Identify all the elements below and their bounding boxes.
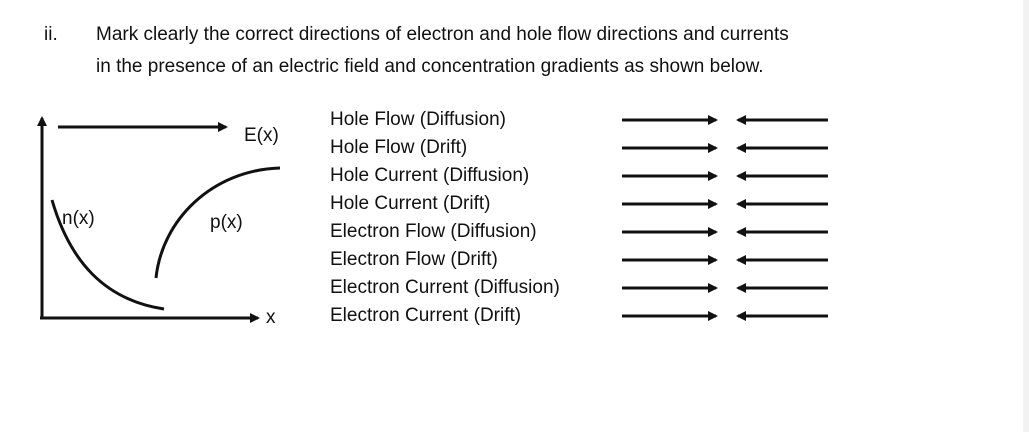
- list-item: Electron Flow (Drift): [330, 249, 498, 270]
- n-curve: [50, 199, 165, 311]
- page-edge: [1023, 0, 1029, 432]
- flow-current-list: Hole Flow (Diffusion) Hole Flow (Drift) …: [330, 106, 560, 330]
- list-item: Hole Current (Diffusion): [330, 165, 530, 186]
- field-label: E(x): [244, 125, 279, 146]
- list-item: Hole Flow (Diffusion): [330, 109, 506, 130]
- p-curve: [154, 166, 281, 279]
- list-item: Hole Flow (Drift): [330, 137, 468, 158]
- direction-arrows: [622, 115, 828, 321]
- concentration-diagram: E(x) n(x) p(x) x: [37, 116, 281, 328]
- n-label: n(x): [62, 208, 95, 229]
- list-item: Electron Current (Diffusion): [330, 277, 560, 298]
- p-label: p(x): [210, 212, 243, 233]
- question-text-line-1: Mark clearly the correct directions of e…: [96, 24, 789, 45]
- question-number: ii.: [44, 24, 58, 45]
- x-axis-label: x: [266, 307, 276, 328]
- question-text-line-2: in the presence of an electric field and…: [96, 56, 764, 77]
- list-item: Electron Current (Drift): [330, 305, 522, 326]
- list-item: Hole Current (Drift): [330, 193, 491, 214]
- list-item: Electron Flow (Diffusion): [330, 221, 537, 242]
